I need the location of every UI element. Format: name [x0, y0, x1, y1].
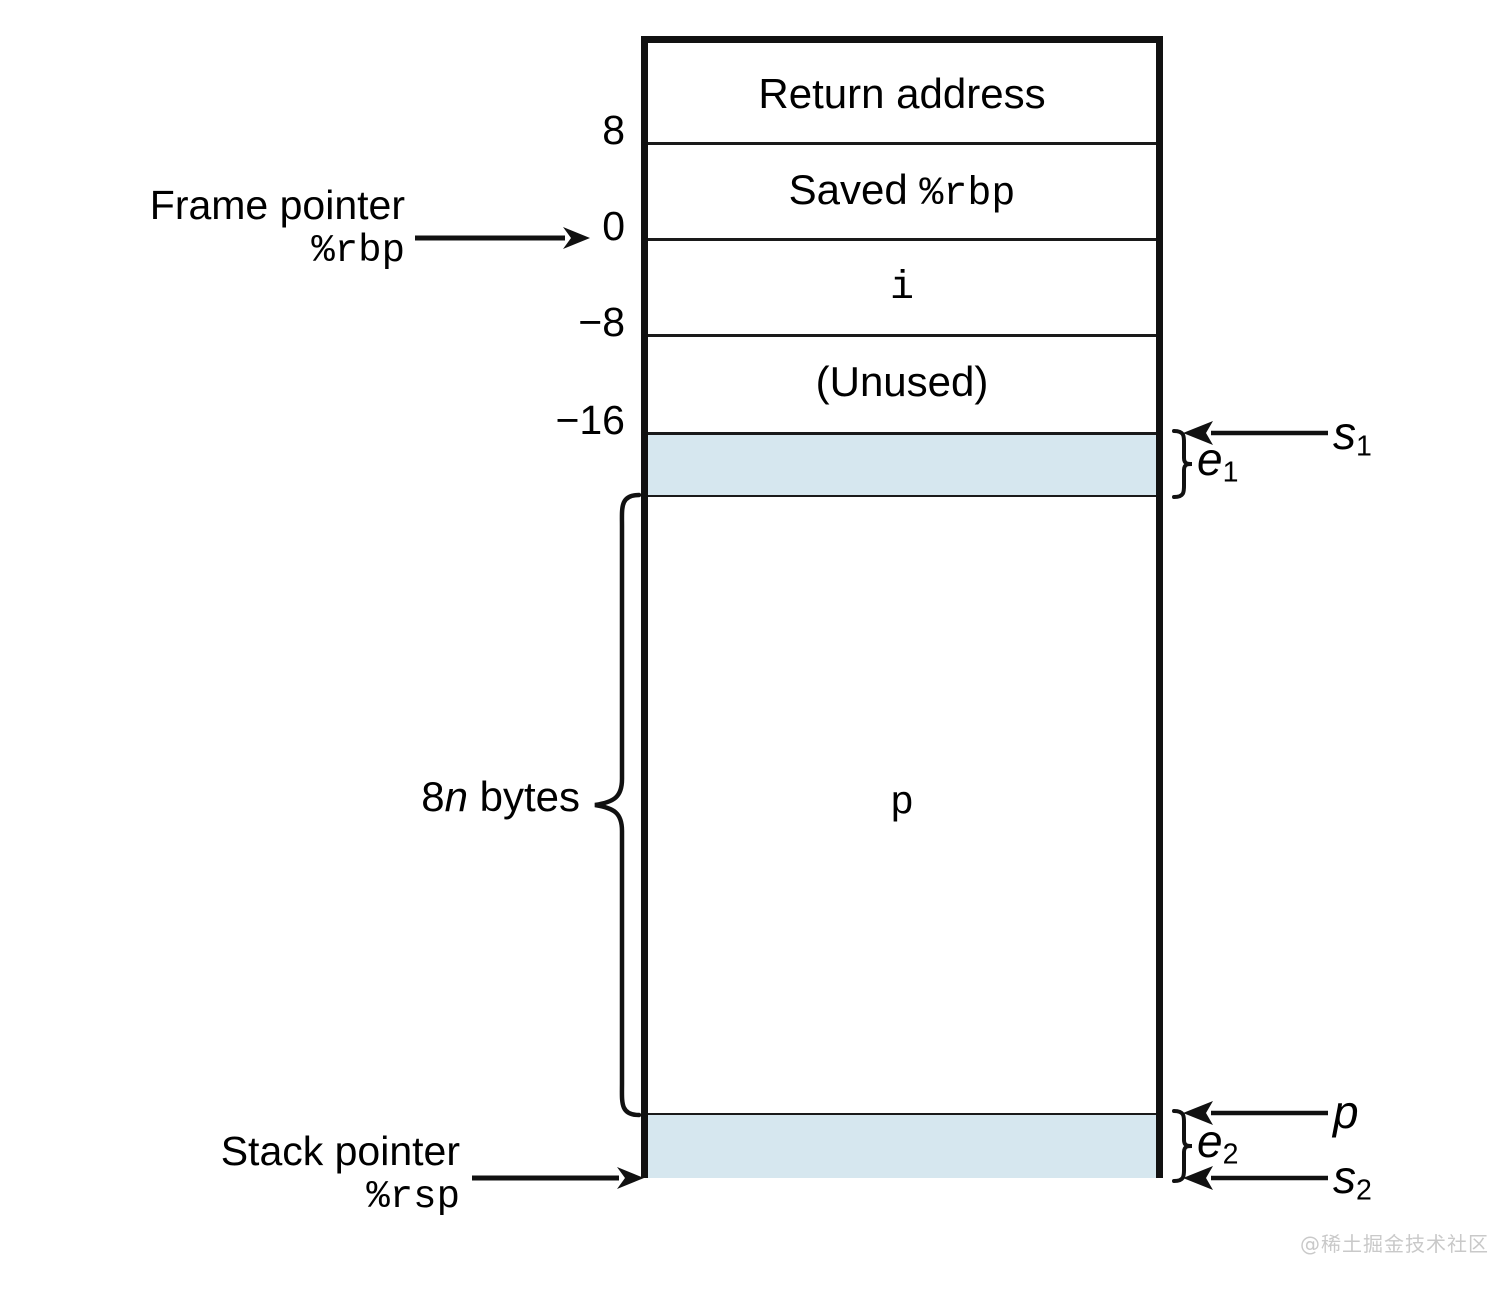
stack-pointer-arrow [472, 1167, 644, 1189]
arrow-s1-subscript: 1 [1356, 430, 1372, 463]
size-brace [594, 492, 642, 1118]
brace-e2-subscript: 2 [1222, 1138, 1239, 1171]
arrow-s2-label: s2 [1333, 1154, 1372, 1205]
offset-label-0: 0 [602, 203, 625, 249]
divider-e2-top [648, 1113, 1156, 1115]
offset-label-8: 8 [602, 107, 625, 153]
divider-offset-neg8 [648, 334, 1156, 337]
stack-frame-box [641, 36, 1163, 1178]
brace-e2-label: e2 [1197, 1118, 1238, 1169]
cell-label-return-address: Return address [758, 70, 1046, 117]
stack-pointer-title: Stack pointer [220, 1128, 460, 1174]
size-variable: n [444, 773, 468, 820]
brace-e2-base: e [1197, 1115, 1223, 1167]
saved-rbp-register: %rbp [919, 172, 1016, 217]
divider-e1-bottom [648, 495, 1156, 497]
frame-pointer-register: %rbp [311, 229, 405, 274]
arrow-p-label: p [1333, 1089, 1359, 1140]
arrow-s2-subscript: 2 [1356, 1174, 1372, 1207]
shaded-region-e2 [648, 1113, 1156, 1178]
divider-offset-neg16 [648, 432, 1156, 435]
size-prefix: 8 [421, 773, 445, 820]
divider-offset-0 [648, 238, 1156, 241]
arrow-s1 [1183, 421, 1328, 445]
size-annotation-label: 8n bytes [330, 776, 580, 818]
arrow-p-base: p [1333, 1086, 1359, 1138]
brace-e1-shape [1172, 429, 1193, 499]
shaded-region-e1 [648, 432, 1156, 495]
divider-offset-8 [648, 142, 1156, 145]
brace-e1-subscript: 1 [1222, 456, 1239, 489]
arrow-s2 [1183, 1166, 1328, 1190]
offset-label-neg8: −8 [578, 299, 625, 345]
size-suffix: bytes [467, 773, 580, 820]
frame-pointer-arrow [415, 227, 590, 249]
brace-e2-shape [1172, 1109, 1193, 1183]
frame-pointer-title: Frame pointer [149, 182, 405, 228]
stack-pointer-register: %rsp [366, 1175, 460, 1220]
saved-rbp-prefix: Saved [788, 166, 920, 213]
arrow-s1-label: s1 [1333, 410, 1372, 461]
arrow-p [1183, 1101, 1328, 1125]
cell-label-saved-rbp: Saved %rbp [648, 166, 1156, 218]
cell-label-variable-i: i [889, 266, 914, 311]
arrow-s2-base: s [1333, 1151, 1356, 1203]
cell-label-variable-p: p [889, 781, 914, 826]
watermark-text: @稀土掘金技术社区 [1300, 1232, 1489, 1256]
cell-label-unused: (Unused) [815, 358, 989, 405]
arrow-s1-base: s [1333, 407, 1356, 459]
stack-pointer-label: Stack pointer %rsp [120, 1128, 460, 1220]
frame-pointer-label: Frame pointer %rbp [60, 182, 405, 274]
offset-label-neg16: −16 [555, 397, 625, 443]
